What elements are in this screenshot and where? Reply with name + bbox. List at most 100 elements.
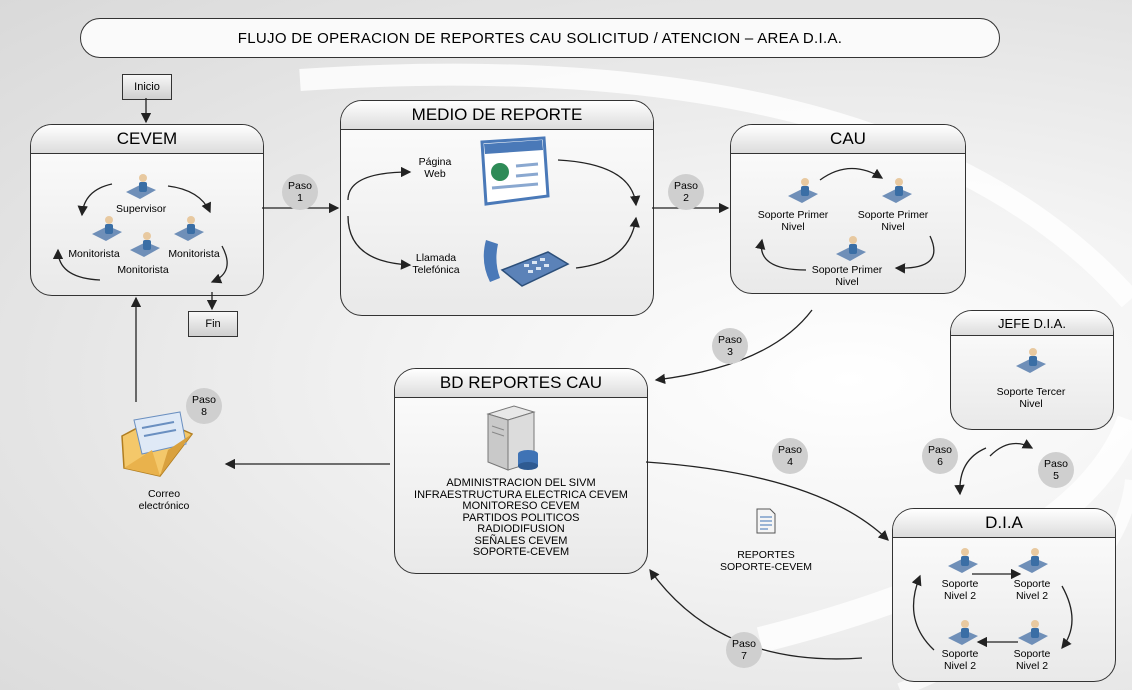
bd-item: SEÑALES CEVEM: [474, 534, 568, 547]
paso-number: 6: [937, 456, 943, 468]
dia-soporte-2-line1: Soporte: [1013, 578, 1051, 590]
dia-soporte-3-line1: Soporte: [941, 648, 979, 660]
llamada-telefonica-label: Llamada Telefónica: [406, 252, 466, 276]
bd-item: RADIODIFUSION: [477, 523, 565, 535]
jefe-soporte-tercer: Soporte Tercer Nivel: [986, 386, 1076, 410]
inicio-label: Inicio: [134, 81, 160, 93]
person-at-desk-icon: [92, 216, 122, 241]
inicio-node: Inicio: [122, 74, 172, 100]
cau-soporte-1: Soporte Primer Nivel: [750, 209, 836, 233]
person-at-desk-icon: [174, 216, 204, 241]
person-at-desk-icon: [1018, 548, 1048, 573]
monitorista-label-2: Monitorista: [117, 264, 169, 276]
dia-soporte-4: Soporte Nivel 2: [1004, 648, 1060, 672]
bd-item: PARTIDOS POLITICOS: [462, 511, 580, 524]
person-at-desk-icon: [788, 178, 818, 203]
dia-soporte-2: Soporte Nivel 2: [1004, 578, 1060, 602]
person-at-desk-icon: [130, 232, 160, 257]
dia-soporte-3: Soporte Nivel 2: [932, 648, 988, 672]
cau-soporte-3: Soporte Primer Nivel: [804, 264, 890, 288]
pagina-web-line1: Página: [418, 156, 452, 168]
diagram-title: FLUJO DE OPERACION DE REPORTES CAU SOLIC…: [80, 18, 1000, 58]
person-at-desk-icon: [882, 178, 912, 203]
cau-soporte-3-line1: Soporte Primer: [811, 264, 883, 276]
llamada-line1: Llamada: [415, 252, 457, 264]
person-at-desk-icon: [948, 620, 978, 645]
person-at-desk-icon: [1016, 348, 1046, 373]
cau-soporte-1-line2: Nivel: [781, 221, 805, 233]
diagram-title-text: FLUJO DE OPERACION DE REPORTES CAU SOLIC…: [237, 29, 843, 47]
dia-soporte-4-line1: Soporte: [1013, 648, 1051, 660]
paso-number: 8: [201, 406, 207, 418]
person-at-desk-icon: [1018, 620, 1048, 645]
jefe-dia-title: JEFE D.I.A.: [951, 311, 1113, 336]
medio-reporte-title: MEDIO DE REPORTE: [341, 101, 653, 130]
bd-item: MONITORESO CEVEM: [462, 500, 580, 512]
paso-number: 3: [727, 346, 733, 358]
paso-word: Paso: [288, 180, 312, 192]
pagina-web-line2: Web: [424, 168, 446, 180]
fin-node: Fin: [188, 311, 238, 337]
bd-reportes-title: BD REPORTES CAU: [395, 369, 647, 398]
paso-word: Paso: [732, 638, 756, 650]
dia-title: D.I.A: [893, 509, 1115, 538]
bd-item: ADMINISTRACION DEL SIVM: [446, 477, 596, 489]
dia-soporte-1-line2: Nivel 2: [943, 590, 977, 602]
paso-word: Paso: [674, 180, 698, 192]
person-at-desk-icon: [948, 548, 978, 573]
paso-word: Paso: [718, 334, 742, 346]
paso-number: 4: [787, 456, 793, 468]
document-icon: [756, 508, 776, 534]
cau-soporte-3-line2: Nivel: [835, 276, 859, 288]
cevem-title: CEVEM: [31, 125, 263, 154]
reportes-soporte-label: REPORTES SOPORTE-CEVEM: [716, 549, 816, 573]
correo-line1: Correo: [147, 488, 181, 500]
bd-reportes-box: BD REPORTES CAU: [394, 368, 648, 574]
fin-label: Fin: [205, 318, 221, 330]
dia-box: D.I.A: [892, 508, 1116, 682]
telephone-icon: [483, 240, 570, 287]
paso-number: 2: [683, 192, 689, 204]
supervisor-label: Supervisor: [116, 203, 167, 215]
person-at-desk-icon: [836, 236, 866, 261]
web-page-icon: [480, 136, 550, 206]
envelope-icon: [121, 411, 194, 477]
medio-reporte-box: MEDIO DE REPORTE: [340, 100, 654, 316]
cau-soporte-2: Soporte Primer Nivel: [850, 209, 936, 233]
bd-item: SOPORTE-CEVEM: [472, 546, 570, 558]
cau-soporte-1-line1: Soporte Primer: [757, 209, 829, 221]
paso-number: 5: [1053, 470, 1059, 482]
person-at-desk-icon: [126, 174, 156, 199]
server-database-icon: [486, 405, 538, 471]
bd-item: INFRAESTRUCTURA ELECTRICA CEVEM: [414, 488, 628, 501]
llamada-line2: Telefónica: [412, 264, 460, 276]
monitorista-label-1: Monitorista: [68, 248, 120, 260]
paso-word: Paso: [1044, 458, 1068, 470]
dia-soporte-4-line2: Nivel 2: [1015, 660, 1049, 672]
paso-word: Paso: [928, 444, 952, 456]
dia-soporte-1: Soporte Nivel 2: [932, 578, 988, 602]
paso-word: Paso: [778, 444, 802, 456]
dia-soporte-1-line1: Soporte: [941, 578, 979, 590]
paso-number: 1: [297, 192, 303, 204]
jefe-soporte-line2: Nivel: [1019, 398, 1043, 410]
pagina-web-label: Página Web: [410, 156, 460, 180]
correo-label: Correo electrónico: [126, 488, 202, 512]
monitorista-label-3: Monitorista: [168, 248, 220, 260]
cau-soporte-2-line2: Nivel: [881, 221, 905, 233]
reportes-line1: REPORTES: [737, 549, 795, 561]
correo-line2: electrónico: [138, 500, 190, 512]
paso-word: Paso: [192, 394, 216, 406]
dia-soporte-2-line2: Nivel 2: [1015, 590, 1049, 602]
cau-title: CAU: [731, 125, 965, 154]
paso-number: 7: [741, 650, 747, 662]
bd-category-list: ADMINISTRACION DEL SIVM INFRAESTRUCTURA …: [396, 477, 646, 559]
jefe-soporte-line1: Soporte Tercer: [996, 386, 1066, 398]
